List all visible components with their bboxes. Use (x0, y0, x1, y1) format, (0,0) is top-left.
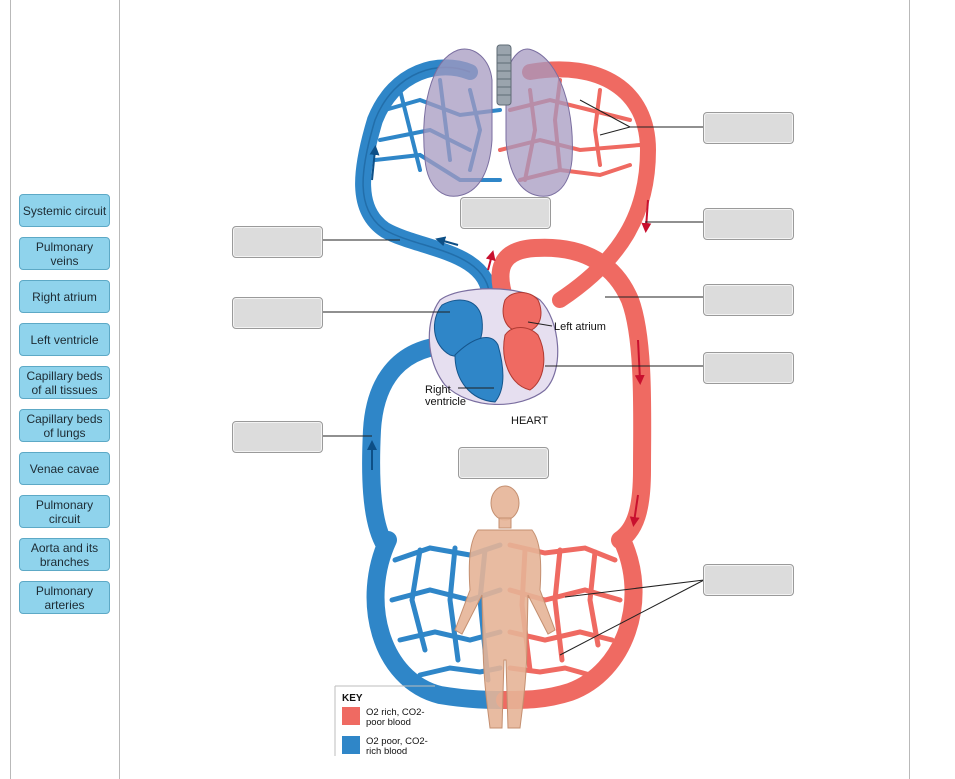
right-ventricle-label-line2: ventricle (425, 396, 466, 408)
key-swatch-oxygen-poor (342, 736, 360, 754)
drop-target-venae-cavae[interactable] (232, 421, 323, 453)
label-bank-divider (119, 0, 120, 779)
label-chip-aorta-branches[interactable]: Aorta and its branches (19, 538, 110, 571)
aorta-vessel (491, 238, 652, 549)
heart-illustration (428, 288, 559, 406)
drop-target-right-atrium[interactable] (232, 297, 323, 329)
label-chip-systemic-circuit[interactable]: Systemic circuit (19, 194, 110, 227)
heart-label: HEART (511, 415, 548, 427)
lungs-illustration (423, 44, 573, 197)
label-chip-pulmonary-veins[interactable]: Pulmonary veins (19, 237, 110, 270)
key-title: KEY (342, 693, 363, 704)
drop-target-left-ventricle[interactable] (703, 352, 794, 384)
label-chip-capillary-beds-lungs[interactable]: Capillary beds of lungs (19, 409, 110, 442)
right-ventricle-label-line1: Right (425, 384, 451, 396)
venae-cavae-vessel (362, 336, 464, 554)
label-chip-venae-cavae[interactable]: Venae cavae (19, 452, 110, 485)
drop-target-pulmonary-veins[interactable] (703, 208, 794, 240)
left-atrium-label: Left atrium (554, 321, 606, 333)
human-figure (454, 485, 556, 729)
frame-right-border (909, 0, 910, 779)
drop-target-aorta[interactable] (703, 284, 794, 316)
label-chip-right-atrium[interactable]: Right atrium (19, 280, 110, 313)
label-chip-capillary-beds-all-tissues[interactable]: Capillary beds of all tissues (19, 366, 110, 399)
drop-target-capillary-tissues[interactable] (703, 564, 794, 596)
systemic-bowl-red (496, 531, 643, 709)
drop-target-systemic-circuit[interactable] (458, 447, 549, 479)
key-oxygen-rich-line1: O2 rich, CO2- (366, 707, 425, 718)
flow-arrows-blue (367, 145, 459, 470)
drop-target-pulmonary-arteries[interactable] (232, 226, 323, 258)
leader-lines (322, 99, 705, 656)
label-chip-left-ventricle[interactable]: Left ventricle (19, 323, 110, 356)
color-key: KEY O2 rich, CO2- poor blood O2 poor, CO… (334, 685, 435, 757)
drop-target-pulmonary-circuit[interactable] (460, 197, 551, 229)
key-oxygen-poor-line2: rich blood (366, 746, 407, 757)
label-chip-pulmonary-arteries[interactable]: Pulmonary arteries (19, 581, 110, 614)
label-bank: Systemic circuit Pulmonary veins Right a… (19, 194, 110, 624)
label-chip-pulmonary-circuit[interactable]: Pulmonary circuit (19, 495, 110, 528)
key-swatch-oxygen-rich (342, 707, 360, 725)
flow-arrows-red (485, 199, 652, 527)
key-oxygen-rich-line2: poor blood (366, 717, 411, 728)
drop-target-capillary-lungs[interactable] (703, 112, 794, 144)
frame-left-border (10, 0, 11, 779)
key-oxygen-poor-line1: O2 poor, CO2- (366, 736, 428, 747)
